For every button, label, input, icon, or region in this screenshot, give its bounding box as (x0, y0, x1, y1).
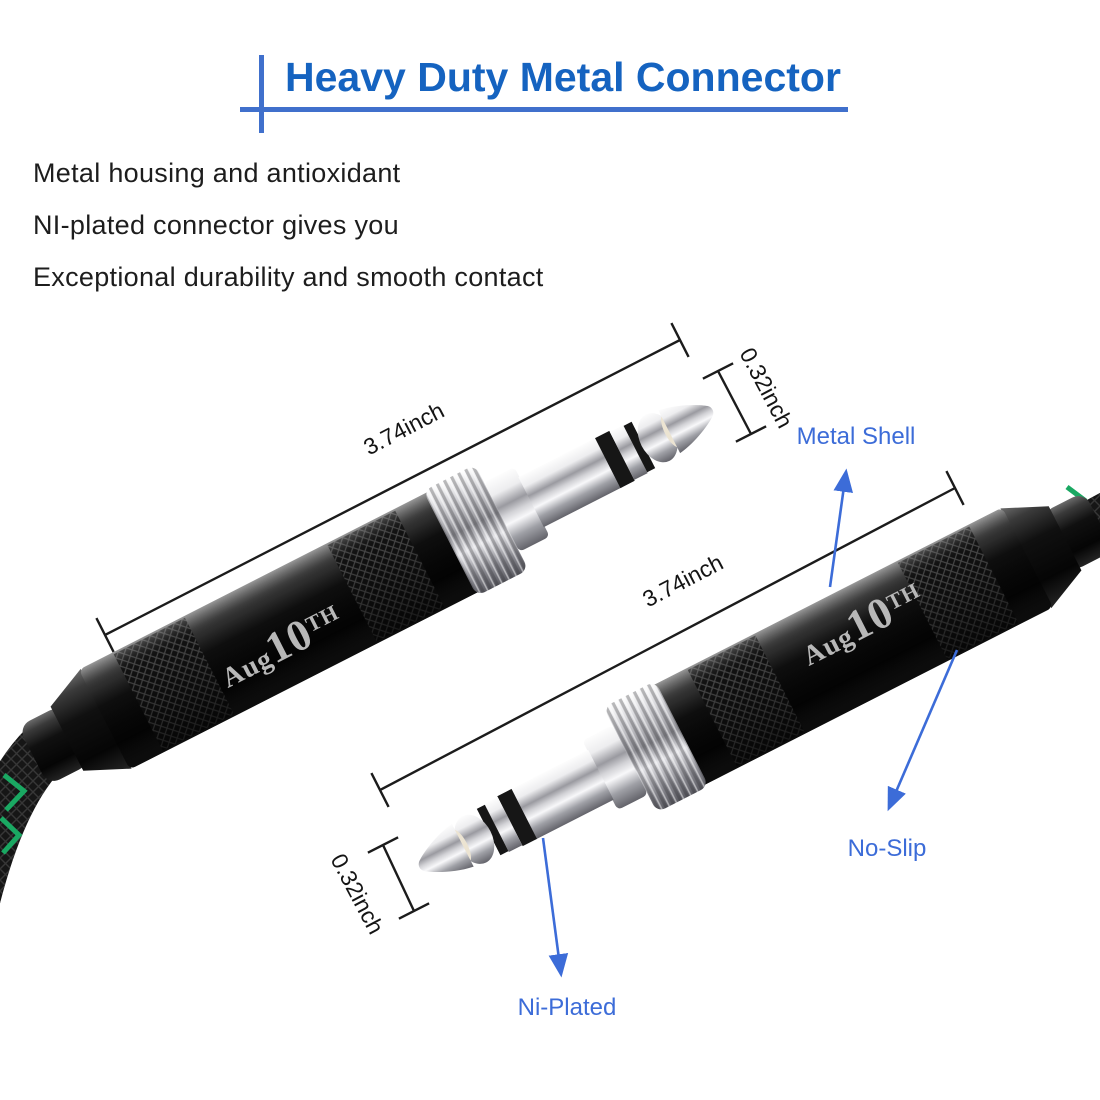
description-line-3: Exceptional durability and smooth contac… (33, 262, 544, 292)
ni-plated-label: Ni-Plated (517, 994, 617, 1021)
page-title: Heavy Duty Metal Connector (285, 54, 841, 100)
dimension-line-top-tip (702, 362, 767, 443)
braided-cable-top (0, 721, 72, 904)
dimension-line-bottom-length (370, 470, 965, 808)
title-underline (240, 107, 848, 112)
description-line-1: Metal housing and antioxidant (33, 158, 401, 188)
description-line-2: NI-plated connector gives you (33, 210, 399, 240)
dimension-line-top-length (95, 322, 690, 653)
cable-top-green-accent (0, 773, 28, 855)
no-slip-arrow (887, 649, 959, 812)
title-accent-bar (259, 55, 264, 133)
cable-top-braid (0, 721, 72, 904)
ni-plated-arrow (541, 837, 569, 978)
no-slip-label: No-Slip (847, 835, 927, 862)
dimension-line-bottom-tip (367, 836, 430, 920)
metal-shell-label: Metal Shell (796, 423, 916, 450)
metal-shell-arrow (828, 468, 853, 588)
